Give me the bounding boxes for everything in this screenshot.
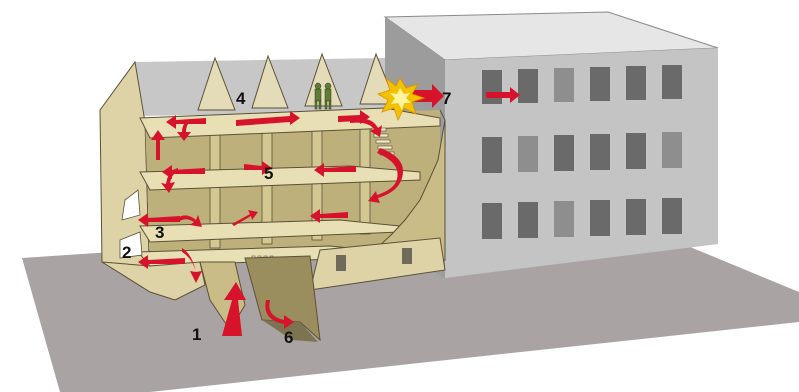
house-window bbox=[336, 255, 346, 271]
office-window bbox=[482, 203, 502, 239]
office-window bbox=[626, 66, 646, 100]
label-6: 6 bbox=[284, 328, 293, 347]
label-1: 1 bbox=[192, 325, 201, 344]
label-5: 5 bbox=[264, 164, 273, 183]
office-window bbox=[662, 198, 682, 234]
office-window bbox=[626, 133, 646, 169]
office-window bbox=[626, 199, 646, 235]
office-window bbox=[554, 68, 574, 102]
office-window bbox=[590, 67, 610, 101]
office-window bbox=[554, 135, 574, 171]
office-window bbox=[662, 132, 682, 168]
office-window bbox=[482, 70, 502, 104]
stair-step bbox=[376, 140, 390, 143]
office-window bbox=[662, 65, 682, 99]
label-7: 7 bbox=[442, 89, 451, 108]
label-4: 4 bbox=[236, 89, 246, 108]
office-window bbox=[590, 134, 610, 170]
office-window bbox=[554, 201, 574, 237]
office-window bbox=[518, 136, 538, 172]
office-window bbox=[518, 69, 538, 103]
house-window bbox=[402, 248, 412, 264]
label-3: 3 bbox=[155, 223, 164, 242]
office-window bbox=[518, 202, 538, 238]
label-2: 2 bbox=[122, 243, 131, 262]
office-window bbox=[482, 137, 502, 173]
office-window bbox=[590, 200, 610, 236]
